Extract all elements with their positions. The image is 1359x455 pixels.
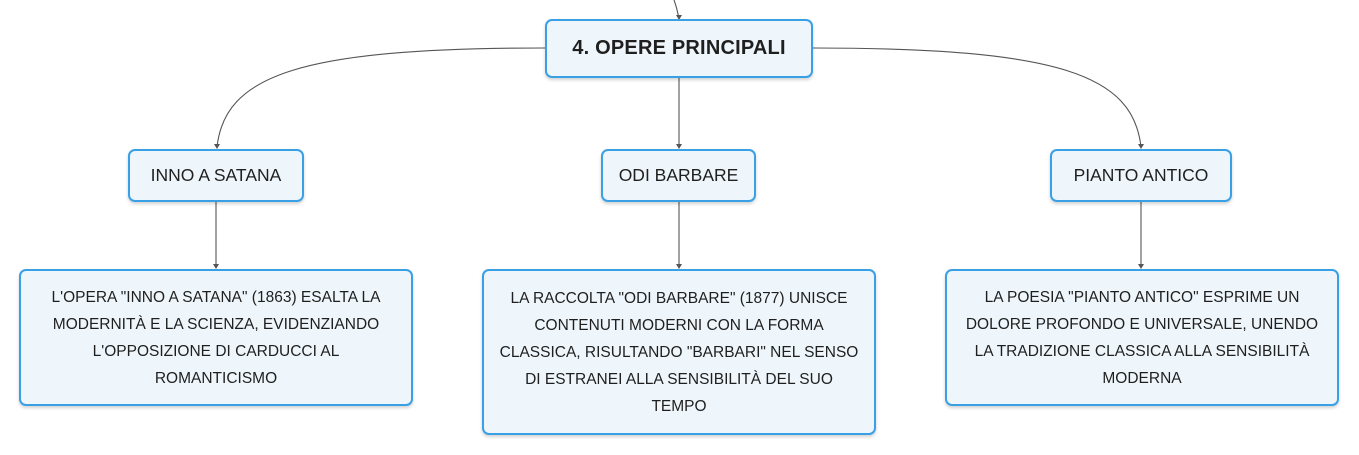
description-text: L'OPERA "INNO A SATANA" (1863) ESALTA LA… bbox=[51, 288, 381, 387]
topic-node-pianto-antico[interactable]: PIANTO ANTICO bbox=[1050, 149, 1232, 202]
incoming-connector bbox=[673, 0, 680, 20]
root-node[interactable]: 4. OPERE PRINCIPALI bbox=[545, 19, 813, 78]
description-text: LA POESIA "PIANTO ANTICO" ESPRIME UN DOL… bbox=[965, 288, 1319, 387]
connector-root-inno bbox=[216, 47, 546, 148]
topic-label: ODI BARBARE bbox=[618, 165, 739, 185]
description-node-inno-a-satana[interactable]: L'OPERA "INNO A SATANA" (1863) ESALTA LA… bbox=[19, 269, 413, 406]
topic-label: PIANTO ANTICO bbox=[1073, 165, 1209, 185]
root-label: 4. OPERE PRINCIPALI bbox=[572, 37, 786, 59]
topic-label: INNO A SATANA bbox=[150, 165, 282, 185]
description-node-pianto-antico[interactable]: LA POESIA "PIANTO ANTICO" ESPRIME UN DOL… bbox=[945, 269, 1339, 406]
connector-root-pianto bbox=[812, 47, 1142, 148]
topic-node-inno-a-satana[interactable]: INNO A SATANA bbox=[128, 149, 304, 202]
description-node-odi-barbare[interactable]: LA RACCOLTA "ODI BARBARE" (1877) UNISCE … bbox=[482, 269, 876, 435]
topic-node-odi-barbare[interactable]: ODI BARBARE bbox=[601, 149, 756, 202]
description-text: LA RACCOLTA "ODI BARBARE" (1877) UNISCE … bbox=[499, 289, 859, 415]
